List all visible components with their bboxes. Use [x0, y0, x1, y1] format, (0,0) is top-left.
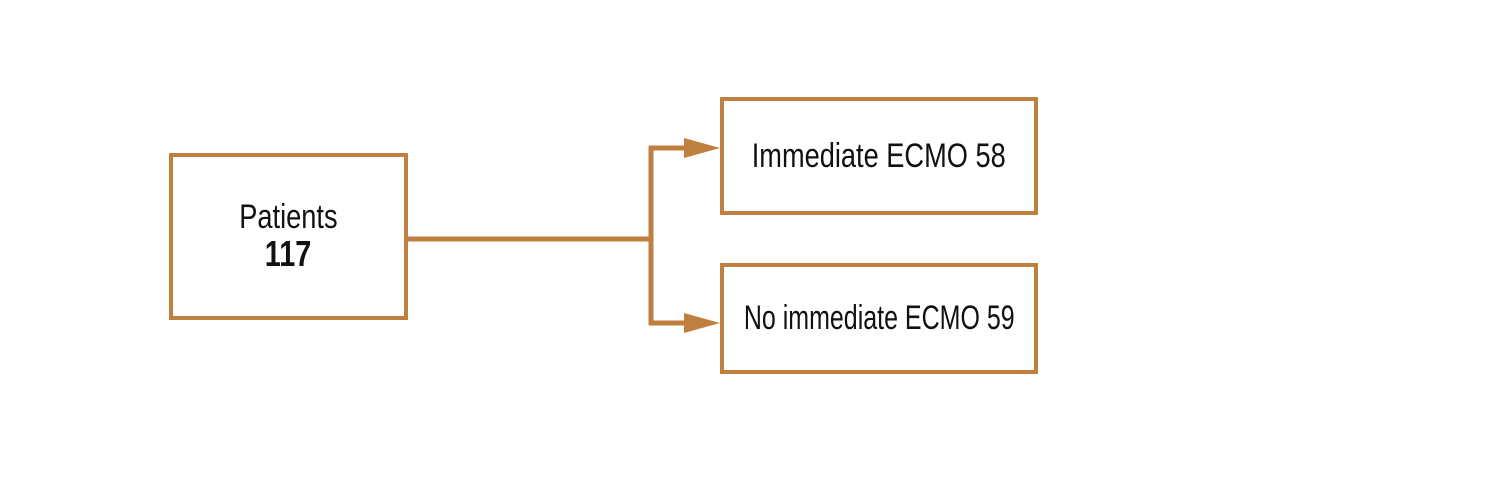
- node-patients-title: Patients: [239, 198, 338, 237]
- node-immediate-ecmo: Immediate ECMO 58: [720, 97, 1038, 215]
- arrowhead-to-no-immediate: [684, 313, 720, 333]
- node-patients: Patients 117: [169, 153, 408, 320]
- node-immediate-ecmo-label: Immediate ECMO 58: [752, 136, 1006, 175]
- arrowhead-to-immediate: [684, 138, 720, 158]
- node-no-immediate-ecmo: No immediate ECMO 59: [720, 263, 1038, 374]
- node-patients-count: 117: [265, 233, 312, 275]
- node-no-immediate-ecmo-label: No immediate ECMO 59: [743, 299, 1015, 337]
